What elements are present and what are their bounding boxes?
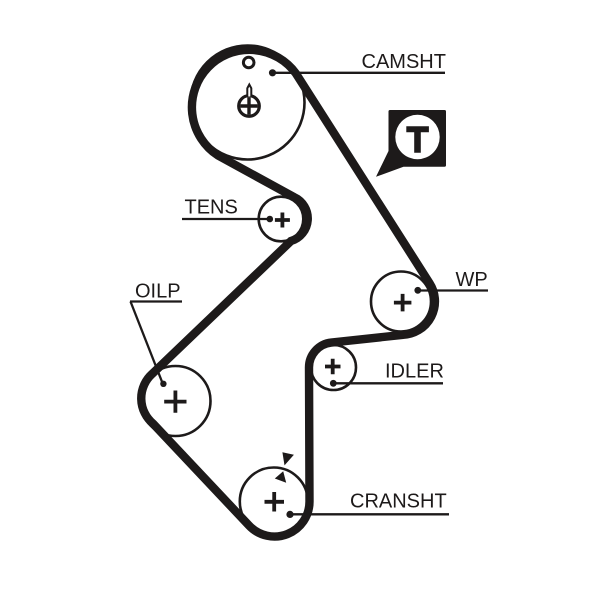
svg-text:TENS: TENS bbox=[185, 197, 238, 219]
svg-text:WP: WP bbox=[456, 269, 488, 291]
svg-text:CAMSHT: CAMSHT bbox=[362, 51, 446, 73]
svg-text:OILP: OILP bbox=[135, 281, 181, 303]
svg-text:IDLER: IDLER bbox=[385, 361, 444, 383]
svg-text:CRANSHT: CRANSHT bbox=[350, 490, 447, 512]
